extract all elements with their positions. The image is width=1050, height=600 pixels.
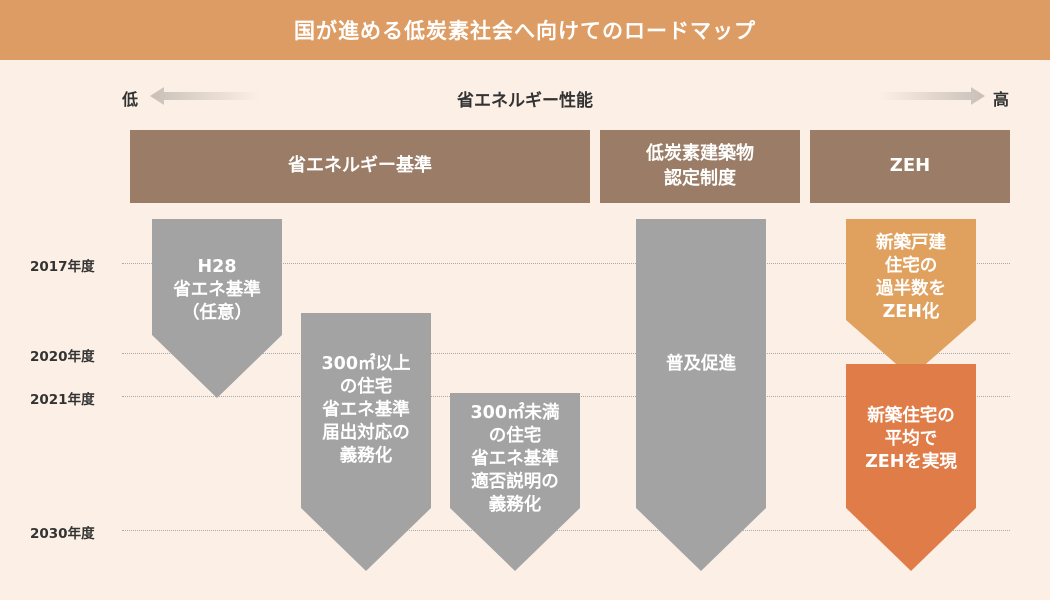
page-title: 国が進める低炭素社会へ向けてのロードマップ xyxy=(0,0,1050,60)
gridline-2020 xyxy=(122,353,1010,354)
arrow-text-fukyu: 普及促進 xyxy=(666,354,736,374)
year-label-2020: 2020年度 xyxy=(30,349,95,365)
axis-left-arrow-icon xyxy=(150,87,260,105)
gridline-2030 xyxy=(122,530,1010,531)
year-label-2021: 2021年度 xyxy=(30,392,95,408)
category-zeh: ZEH xyxy=(810,130,1010,203)
arrow-shape-zeh-half xyxy=(846,219,976,377)
arrow-shape-h28 xyxy=(152,219,282,398)
arrow-text-zeh-half: 新築戸建 住宅の 過半数を ZEH化 xyxy=(876,233,946,323)
year-label-2030: 2030年度 xyxy=(30,526,95,542)
arrow-shape-under300 xyxy=(450,393,580,571)
axis-high-label: 高 xyxy=(993,90,1010,109)
category-standard: 省エネルギー基準 xyxy=(130,130,590,203)
axis-low-label: 低 xyxy=(122,90,139,109)
arrow-text-h28: H28 省エネ基準 （任意） xyxy=(173,257,261,324)
arrow-text-under300: 300㎡未満 の住宅 省エネ基準 適否説明の 義務化 xyxy=(470,403,560,516)
arrow-shape-over300 xyxy=(301,313,431,571)
year-label-2017: 2017年度 xyxy=(30,259,95,275)
arrow-text-over300: 300㎡以上 の住宅 省エネ基準 届出対応の 義務化 xyxy=(321,354,411,467)
performance-axis: 低 省エネルギー性能 高 xyxy=(0,78,1050,118)
arrow-shape-fukyu xyxy=(636,219,766,571)
gridline-2017 xyxy=(122,263,1010,264)
category-certification: 低炭素建築物 認定制度 xyxy=(600,130,800,203)
arrow-text-zeh-avg: 新築住宅の 平均で ZEHを実現 xyxy=(865,406,957,473)
arrow-shape-zeh-avg xyxy=(846,364,976,571)
axis-right-arrow-icon xyxy=(880,87,985,105)
axis-title: 省エネルギー性能 xyxy=(457,91,593,111)
